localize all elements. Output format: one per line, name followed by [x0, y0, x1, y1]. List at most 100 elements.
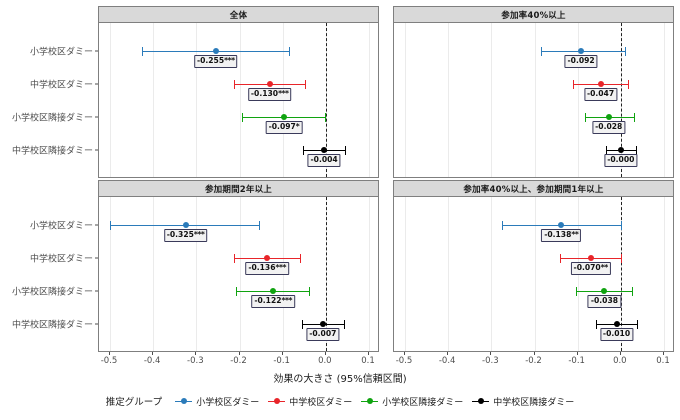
ci-cap-upper — [343, 319, 345, 329]
ci-cap-lower — [110, 220, 111, 230]
x-axis-tick-label: 0.0 — [613, 356, 627, 366]
ci-cap-upper — [632, 286, 634, 296]
facet-strip-label: 参加期間2年以上 — [98, 180, 379, 197]
legend-item-4[interactable]: 中学校区隣接ダミー — [472, 395, 574, 408]
x-gridline — [664, 23, 665, 177]
x-axis-tick-mark — [281, 352, 283, 355]
y-axis-tick-label: 中学校区隣接ダミー — [11, 320, 93, 331]
y-axis-tick-label: 小学校区隣接ダミー — [11, 287, 93, 298]
legend-item-2[interactable]: 中学校区ダミー — [268, 395, 352, 408]
x-axis-tick-label: -0.4 — [438, 356, 456, 366]
estimate-point — [597, 81, 604, 87]
legend-title: 推定グループ — [105, 397, 163, 408]
significance-stars: *** — [278, 89, 289, 98]
estimate-point — [212, 48, 219, 54]
ci-cap-lower — [234, 253, 236, 263]
y-axis-tick-label: 小学校区ダミー — [29, 221, 93, 232]
estimate-point — [613, 321, 620, 327]
facet-strip-label: 参加率40%以上、参加期間1年以上 — [393, 180, 674, 197]
estimate-value-text: -0.122 — [254, 296, 282, 305]
estimate-point — [270, 288, 277, 294]
significance-stars: *** — [281, 296, 293, 305]
y-axis-tick-label: 中学校区隣接ダミー — [11, 146, 93, 157]
x-gridline — [534, 23, 536, 177]
estimate-value-label: -0.070** — [570, 262, 611, 275]
x-gridline — [405, 197, 406, 351]
x-axis-tick-mark — [238, 352, 240, 355]
estimate-value-label: -0.010 — [599, 328, 634, 341]
facet-plot-area: -0.325***-0.136***-0.122***-0.007 — [98, 197, 379, 352]
legend-item-label: 中学校区ダミー — [289, 397, 353, 408]
estimate-value-text: -0.136 — [248, 263, 276, 272]
x-axis-tick-mark — [576, 352, 578, 355]
ci-cap-upper — [299, 253, 301, 263]
legend-key-icon — [472, 396, 490, 406]
y-axis-tick-mark — [95, 116, 98, 118]
estimate-value-text: -0.004 — [310, 155, 338, 164]
estimate-point — [587, 255, 594, 261]
legend-key-icon — [175, 396, 193, 406]
x-gridline — [239, 197, 241, 351]
chart-legend: 推定グループ 小学校区ダミー 中学校区ダミー 小学校区隣接ダミー中学校区隣接ダミー — [0, 394, 680, 408]
ci-cap-lower — [585, 112, 587, 122]
y-axis-tick-label: 中学校区ダミー — [29, 80, 93, 91]
x-gridline — [110, 197, 111, 351]
estimate-point — [601, 288, 608, 294]
estimate-point — [182, 222, 189, 228]
x-axis-tick-label: -0.3 — [187, 356, 204, 366]
ci-cap-upper — [289, 46, 291, 56]
legend-item-3[interactable]: 小学校区隣接ダミー — [361, 395, 463, 408]
estimate-value-label: -0.000 — [604, 154, 638, 167]
x-axis-tick-mark — [619, 352, 621, 355]
legend-key-icon — [361, 396, 379, 406]
x-gridline — [577, 23, 579, 177]
legend-item-1[interactable]: 小学校区ダミー — [175, 395, 259, 408]
x-gridline — [153, 197, 155, 351]
legend-key-dot — [180, 398, 187, 404]
estimate-point — [321, 147, 328, 153]
zero-reference-line — [620, 23, 622, 177]
legend-key-dot — [477, 398, 484, 404]
ci-cap-lower — [605, 145, 607, 155]
significance-stars: *** — [275, 263, 287, 272]
estimate-value-text: -0.070 — [573, 263, 601, 272]
estimate-value-text: -0.000 — [607, 155, 635, 164]
x-gridline — [110, 23, 111, 177]
x-gridline — [491, 197, 493, 351]
ci-cap-upper — [625, 46, 627, 56]
significance-stars: *** — [193, 230, 205, 239]
x-axis-tick-label: 0.1 — [656, 356, 670, 366]
ci-cap-lower — [303, 145, 305, 155]
estimate-point — [280, 114, 287, 120]
estimate-point — [266, 81, 273, 87]
ci-cap-lower — [502, 220, 504, 230]
y-axis-tick-mark — [95, 50, 98, 52]
estimate-point — [558, 222, 565, 228]
estimate-value-text: -0.130 — [250, 89, 279, 98]
estimate-value-label: -0.007 — [306, 328, 340, 341]
y-axis-tick-mark — [95, 290, 98, 292]
x-gridline — [448, 23, 450, 177]
y-axis-tick-label: 中学校区ダミー — [29, 254, 93, 265]
estimate-value-label: -0.047 — [583, 88, 618, 101]
estimate-value-label: -0.130*** — [247, 88, 292, 101]
estimate-value-label: -0.004 — [307, 154, 341, 167]
facet-panel-2: 参加率40%以上-0.092-0.047-0.028-0.000 — [393, 6, 674, 178]
zero-reference-line — [325, 197, 327, 351]
y-axis-tick-label: 小学校区隣接ダミー — [11, 113, 93, 124]
x-axis-tick-mark — [404, 352, 405, 355]
estimate-point — [617, 147, 624, 153]
estimate-value-label: -0.122*** — [251, 295, 295, 308]
estimate-value-text: -0.255 — [196, 56, 225, 65]
y-axis-tick-mark — [95, 83, 98, 85]
x-axis-tick-label: -0.3 — [482, 356, 499, 366]
legend-item-label: 小学校区隣接ダミー — [382, 397, 464, 408]
estimate-value-text: -0.047 — [586, 89, 615, 98]
ci-cap-lower — [302, 319, 304, 329]
facet-panel-1: 全体-0.255***-0.130***-0.097*-0.004 — [98, 6, 379, 178]
x-axis-tick-label: -0.5 — [395, 356, 413, 366]
facet-strip-label: 参加率40%以上 — [393, 6, 674, 23]
x-axis-tick-mark — [663, 352, 664, 355]
estimate-value-text: -0.097 — [268, 122, 296, 131]
